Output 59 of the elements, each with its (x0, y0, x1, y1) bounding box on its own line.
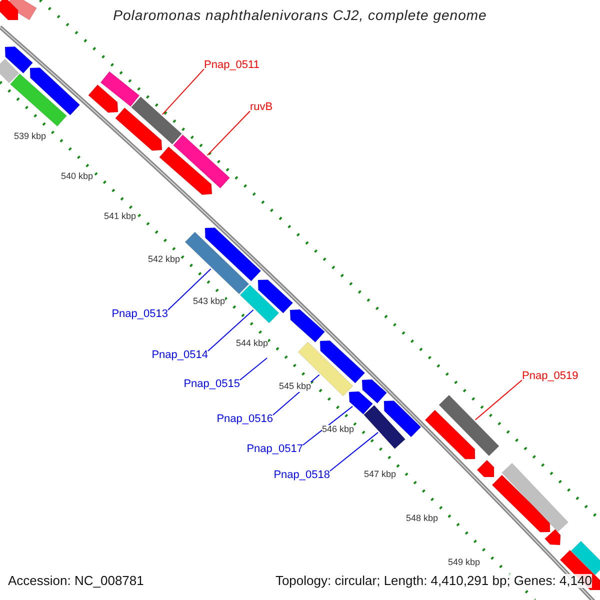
gene-feature (348, 391, 373, 414)
gene-feature (438, 394, 500, 456)
gene-label: ruvB (250, 101, 273, 114)
gene-label: Pnap_0511 (204, 59, 260, 72)
gene-label: Pnap_0516 (216, 413, 273, 426)
tick-label: 548 kbp (406, 514, 438, 524)
gene-feature (159, 146, 212, 195)
leader-line (162, 68, 204, 115)
tick-label: 542 kbp (148, 255, 180, 265)
gene-label: Pnap_0515 (184, 378, 240, 390)
tick-label: 543 kbp (193, 297, 226, 307)
gene-feature (131, 96, 182, 144)
leader-line (302, 406, 354, 446)
gene-feature (173, 134, 230, 188)
gene-feature (204, 227, 262, 282)
tick-label: 546 kbp (322, 425, 354, 435)
leader-line (474, 380, 522, 420)
gene-feature (258, 279, 294, 314)
leader-line (240, 358, 268, 380)
gene-label: Pnap_0519 (522, 370, 578, 382)
gene-feature (240, 284, 280, 324)
gene-feature (544, 529, 561, 546)
tick-label: 541 kbp (104, 212, 136, 222)
leader-line (206, 110, 250, 156)
gene-feature (298, 342, 354, 396)
tick-label: 540 kbp (61, 172, 94, 182)
gene-feature (384, 400, 422, 438)
tick-label: 547 kbp (364, 470, 396, 480)
gene-feature (364, 405, 406, 449)
gene-label: Pnap_0513 (112, 308, 168, 320)
gene-label: Pnap_0517 (246, 443, 303, 456)
tick-label: 544 kbp (236, 339, 268, 349)
gene-feature (570, 540, 600, 576)
tick-label: 549 kbp (448, 558, 480, 568)
gene-label: Pnap_0514 (152, 349, 208, 362)
gene-feature (320, 340, 366, 384)
gene-feature (492, 474, 550, 532)
gene-feature (115, 107, 162, 151)
gene-feature (476, 460, 494, 478)
tick-label: 539 kbp (14, 132, 46, 142)
gene-feature (6, 0, 37, 20)
gene-label: Pnap_0518 (274, 469, 330, 482)
gene-feature (30, 67, 80, 116)
leader-line (168, 268, 212, 310)
leader-line (208, 309, 254, 352)
leader-line (330, 432, 379, 472)
tick-label: 545 kbp (279, 382, 312, 392)
title: Polaromonas naphthalenivorans CJ2, complete genome (112, 8, 488, 24)
genome-info-text: Topology: circular; Length: 4,410,291 bp; Genes: 4,140 (275, 574, 592, 588)
gene-feature (184, 232, 250, 294)
gene-feature (0, 58, 20, 84)
gene-feature (424, 410, 476, 460)
gene-feature (290, 309, 325, 342)
gene-feature (502, 462, 568, 532)
accession-text: Accession: NC_008781 (8, 574, 144, 588)
gene-feature (88, 84, 118, 113)
gene-feature (100, 71, 140, 107)
gene-feature (0, 0, 18, 20)
gene-feature (10, 74, 67, 126)
